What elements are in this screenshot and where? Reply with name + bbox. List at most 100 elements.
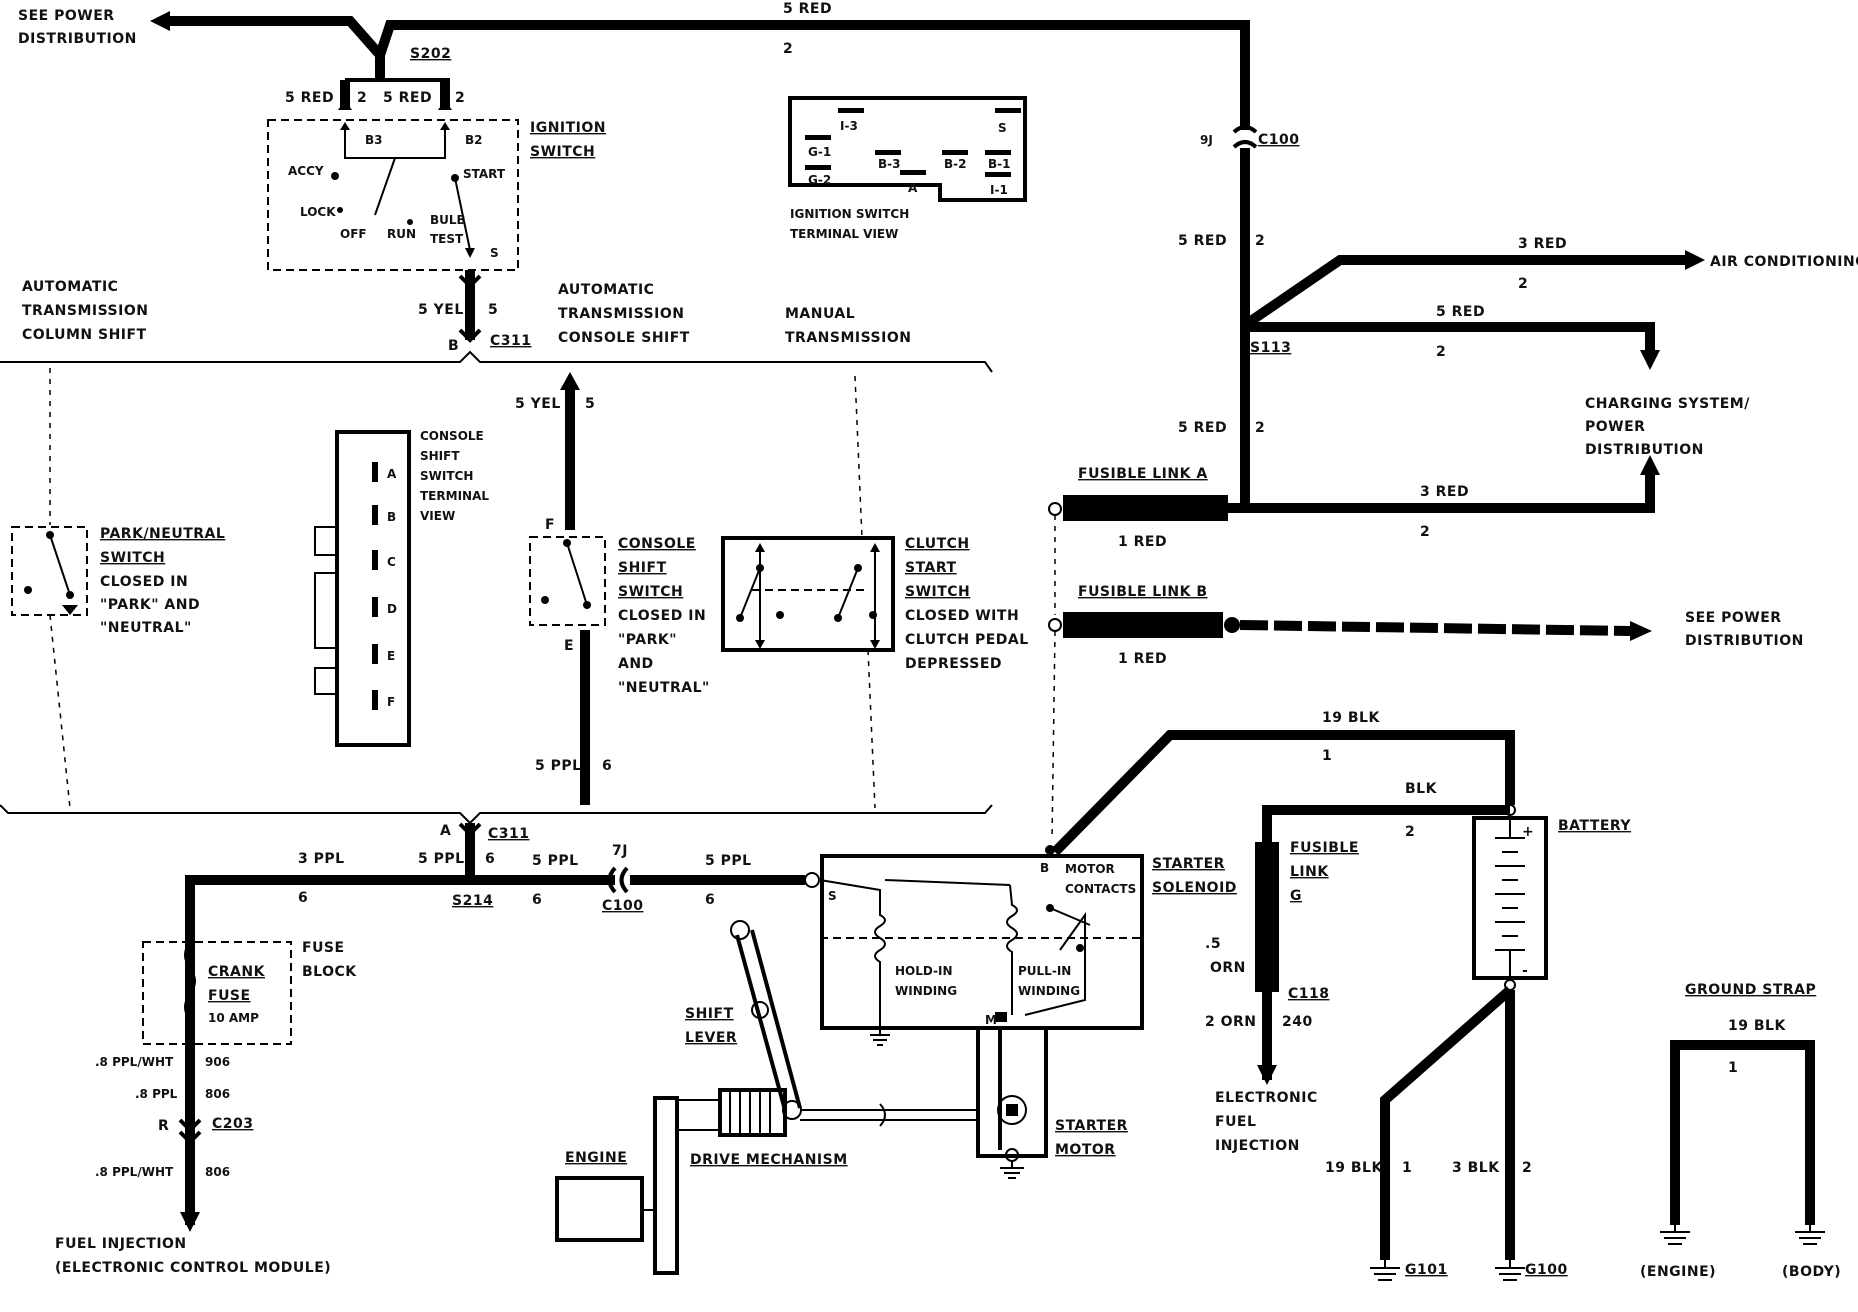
g101-19blk: 19 BLK (1325, 1160, 1383, 1176)
ppl5-c: 5 PPL (705, 853, 752, 869)
starter-motor-2: MOTOR (1055, 1142, 1116, 1158)
s113-label: S113 (1250, 340, 1291, 356)
ppl6-v: 6 (602, 758, 612, 774)
motor-contacts-2: CONTACTS (1065, 882, 1136, 896)
manual-trans-1: MANUAL (785, 306, 855, 322)
w-906: 906 (205, 1055, 230, 1069)
pn-switch-3: CLOSED IN (100, 574, 188, 590)
term-i3: I-3 (840, 119, 858, 133)
charging-1: CHARGING SYSTEM/ (1585, 396, 1750, 412)
pin-5: 5 (488, 302, 498, 318)
upper-bracket (0, 350, 993, 373)
fuel-inj-1: FUEL INJECTION (55, 1236, 187, 1252)
crank-fuse-1: CRANK (208, 964, 266, 980)
clutch-switch-5: CLUTCH PEDAL (905, 632, 1029, 648)
c100-bot: C100 (602, 898, 644, 914)
console-shift-switch (529, 372, 606, 805)
pin-7j: 7J (612, 843, 628, 859)
battery-label: BATTERY (1558, 818, 1631, 834)
pn-switch-2: SWITCH (100, 550, 165, 566)
term-g2: G-2 (808, 173, 831, 187)
drive-mechanism: DRIVE MECHANISM (690, 1152, 848, 1168)
blk-2: 2 (1405, 824, 1415, 840)
crank-fuse-2: FUSE (208, 988, 251, 1004)
shift-lever-1: SHIFT (685, 1006, 734, 1022)
console-term-e: E (387, 649, 395, 663)
console-term-f: F (387, 695, 395, 709)
bulb-label: BULB (430, 213, 466, 227)
ign-view-1: IGNITION SWITCH (790, 207, 909, 221)
ignition-switch-label-2: SWITCH (530, 144, 595, 160)
ac-3red: 3 RED (1518, 236, 1567, 252)
ignition-switch (267, 119, 519, 271)
top-2: 2 (783, 41, 793, 57)
s-term-label: S (490, 246, 499, 260)
blk19-1: 1 (1322, 748, 1332, 764)
console-switch-5: "PARK" (618, 632, 677, 648)
fusible-link-b (1048, 612, 1652, 641)
fuse-amp: 10 AMP (208, 1011, 259, 1025)
console-view-3: SWITCH (420, 469, 473, 483)
wire-5red-a: 5 RED (285, 90, 334, 106)
g101-label: G101 (1405, 1262, 1448, 1278)
console-view-5: VIEW (420, 509, 455, 523)
see-power-right-1: SEE POWER (1685, 610, 1782, 626)
term-b3: B-3 (878, 157, 900, 171)
c100-pin: 9J (1200, 133, 1213, 147)
hold-in-1: HOLD-IN (895, 964, 953, 978)
console-switch-1: CONSOLE (618, 536, 696, 552)
c203-label: C203 (212, 1116, 254, 1132)
gs-19blk: 19 BLK (1728, 1018, 1786, 1034)
ground-strap (1660, 1040, 1825, 1245)
auto-column-2: TRANSMISSION (22, 303, 148, 319)
clutch-switch-3: SWITCH (905, 584, 970, 600)
fusible-g-2: LINK (1290, 864, 1329, 880)
console-switch-7: "NEUTRAL" (618, 680, 710, 696)
fuel-inj-2: (ELECTRONIC CONTROL MODULE) (55, 1260, 331, 1276)
shift-lever-2: LEVER (685, 1030, 737, 1046)
fuse-block-1: FUSE (302, 940, 345, 956)
v2-2: 2 (1255, 420, 1265, 436)
ignition-switch-label-1: IGNITION (530, 120, 606, 136)
console-switch-2: SHIFT (618, 560, 667, 576)
run-label: RUN (387, 227, 416, 241)
console-term-c: C (387, 555, 396, 569)
console-terminal-view (314, 430, 411, 747)
fusible-link-a (1048, 455, 1660, 521)
b3-label: B3 (365, 133, 383, 147)
console-view-2: SHIFT (420, 449, 460, 463)
w-806: 806 (205, 1087, 230, 1101)
fusible-b-label: FUSIBLE LINK B (1078, 584, 1208, 600)
blk-label: BLK (1405, 781, 1438, 797)
yel-5: 5 YEL (515, 396, 561, 412)
s214-label: S214 (452, 893, 493, 909)
b2-label: B2 (465, 133, 483, 147)
term-g1: G-1 (808, 145, 831, 159)
fa-2: 2 (1420, 524, 1430, 540)
ppl5-c6: 6 (705, 892, 715, 908)
pn-switch-1: PARK/NEUTRAL (100, 526, 225, 542)
pin-e: E (564, 638, 574, 654)
auto-column-3: COLUMN SHIFT (22, 327, 147, 343)
see-power-right-2: DISTRIBUTION (1685, 633, 1804, 649)
top-power-feed (150, 11, 1250, 505)
top-5red: 5 RED (783, 1, 832, 17)
c311-bot: C311 (488, 826, 530, 842)
term-b2: B-2 (944, 157, 966, 171)
air-conditioning: AIR CONDITIONING (1710, 254, 1858, 270)
w-8pplwht: .8 PPL/WHT (95, 1055, 174, 1069)
sol-b: B (1040, 861, 1049, 875)
starter-motor-1: STARTER (1055, 1118, 1128, 1134)
efi-1: ELECTRONIC (1215, 1090, 1318, 1106)
pn-switch-4: "PARK" AND (100, 597, 200, 613)
battery-minus: - (1522, 963, 1528, 979)
orn5-1: .5 (1205, 936, 1221, 952)
ppl-circuit (180, 822, 820, 1232)
cs-2: 2 (1436, 344, 1446, 360)
manual-trans-2: TRANSMISSION (785, 330, 911, 346)
clutch-switch-1: CLUTCH (905, 536, 970, 552)
clutch-switch-4: CLOSED WITH (905, 608, 1019, 624)
efi-2: FUEL (1215, 1114, 1256, 1130)
console-switch-6: AND (618, 656, 654, 672)
